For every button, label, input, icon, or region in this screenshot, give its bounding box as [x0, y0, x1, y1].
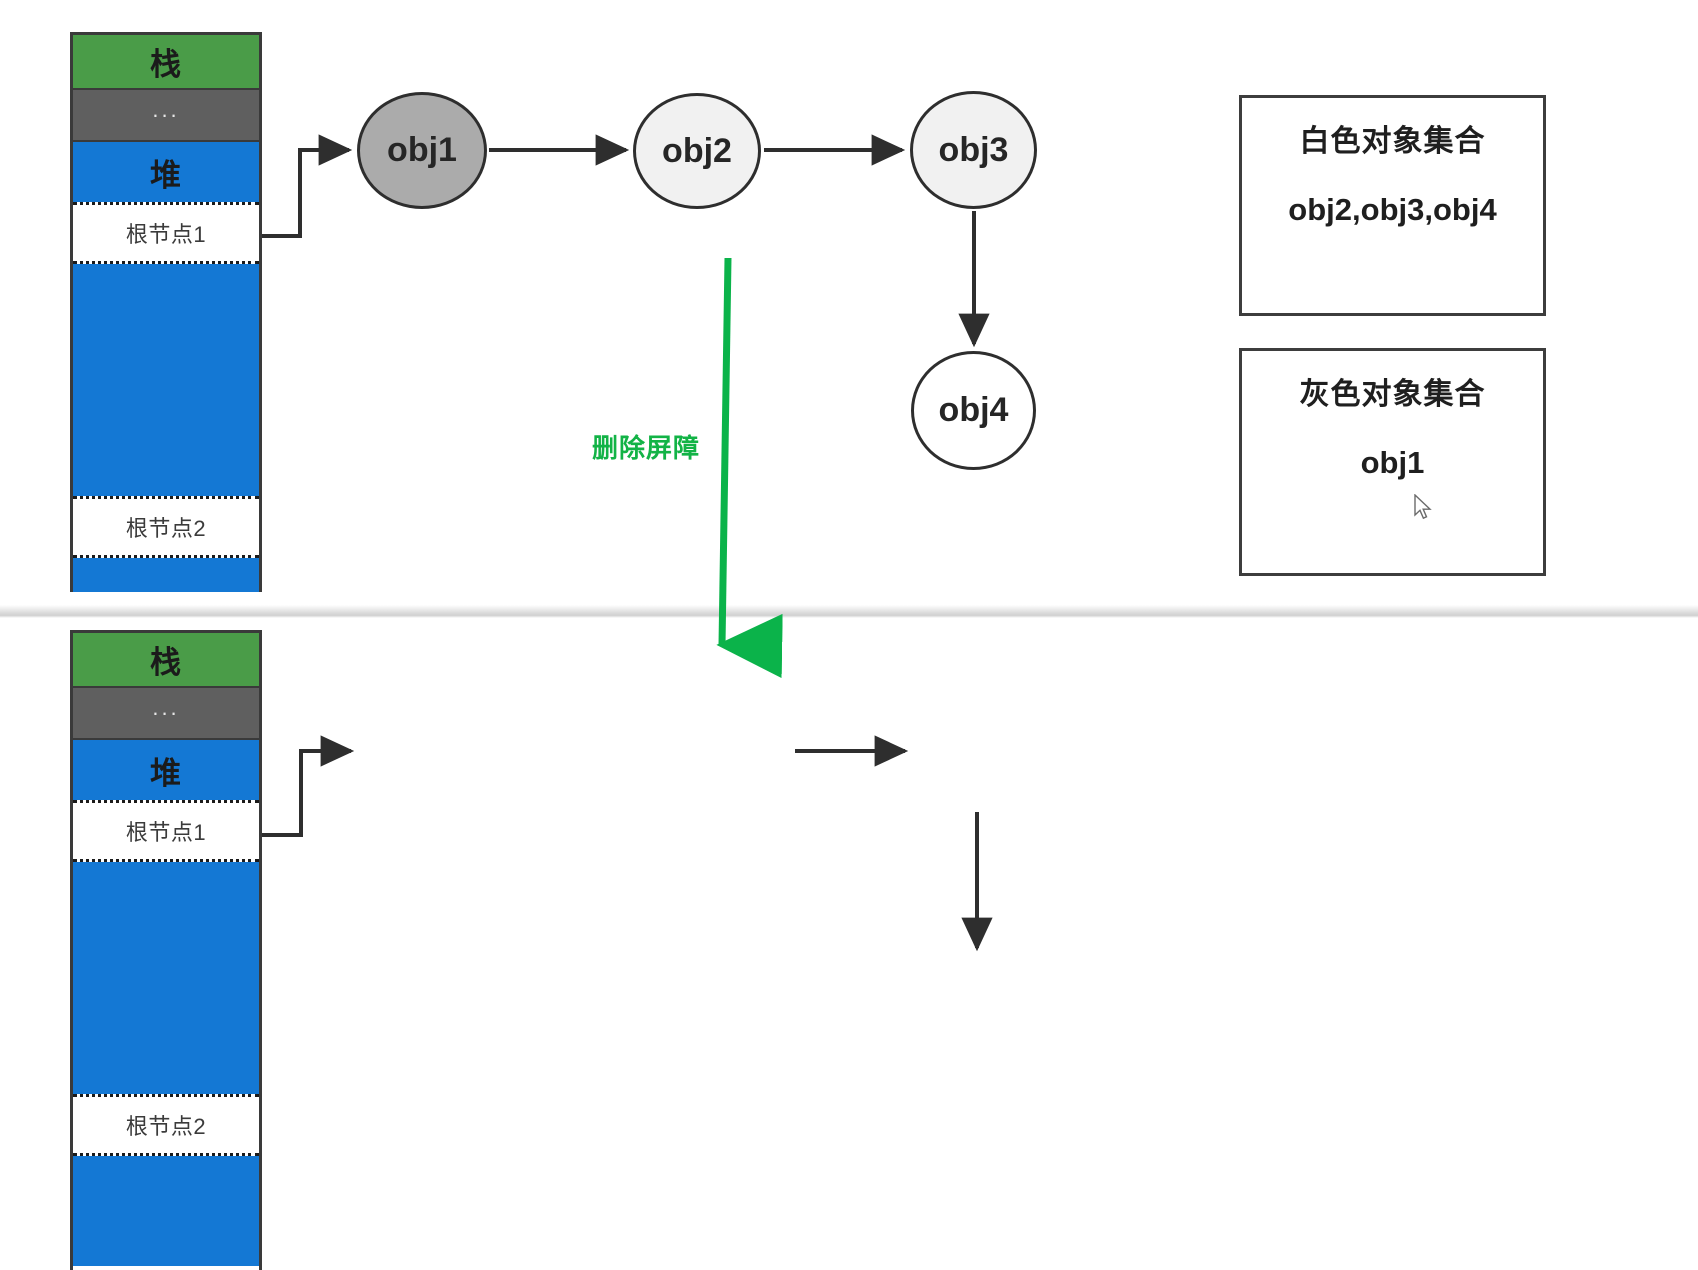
- root-node-1-cell: 根节点1: [73, 202, 259, 264]
- node-obj1-before[interactable]: obj1: [357, 92, 487, 209]
- mouse-cursor-top: [1414, 494, 1432, 520]
- root-node-2-cell: 根节点2: [73, 1094, 259, 1156]
- ellipsis-segment: ...: [73, 90, 259, 142]
- white-set-box-before: 白色对象集合 obj2,obj3,obj4: [1239, 95, 1546, 316]
- memory-column-after: 栈 ... 堆 根节点1 根节点2: [70, 630, 262, 1270]
- node-obj4-before[interactable]: obj4: [911, 351, 1036, 470]
- gray-set-items: obj1: [1360, 445, 1425, 480]
- heap-segment: 堆: [73, 142, 259, 202]
- heap-fill-2: [73, 1156, 259, 1266]
- edge-root1-obj1: [262, 134, 353, 238]
- ellipsis-segment: ...: [73, 688, 259, 740]
- gray-set-box-before: 灰色对象集合 obj1: [1239, 348, 1546, 576]
- stack-segment: 栈: [73, 32, 259, 90]
- heap-fill-1: [73, 264, 259, 496]
- heap-segment: 堆: [73, 740, 259, 800]
- node-obj3-before[interactable]: obj3: [910, 91, 1037, 209]
- white-set-title: 白色对象集合: [1299, 125, 1486, 158]
- root-node-1-cell: 根节点1: [73, 800, 259, 862]
- gray-set-title: 灰色对象集合: [1299, 378, 1486, 411]
- heap-fill-2: [73, 558, 259, 592]
- barrier-label: 删除屏障: [592, 433, 701, 463]
- edge-root1-obj1: [262, 735, 355, 837]
- stack-segment: 栈: [73, 630, 259, 688]
- panel-after-barrier: 栈 ... 堆 根节点1 根节点2 obj1 obj2 obj3 obj4 白色…: [0, 618, 1698, 1270]
- panel-before-barrier: 栈 ... 堆 根节点1 根节点2 obj1 obj2 obj3 obj4 白色…: [0, 0, 1698, 605]
- memory-column-before: 栈 ... 堆 根节点1 根节点2: [70, 32, 262, 592]
- white-set-items: obj2,obj3,obj4: [1288, 192, 1497, 227]
- node-obj2-before[interactable]: obj2: [633, 93, 761, 209]
- panel-divider: [0, 605, 1698, 618]
- root-node-2-cell: 根节点2: [73, 496, 259, 558]
- heap-fill-1: [73, 862, 259, 1094]
